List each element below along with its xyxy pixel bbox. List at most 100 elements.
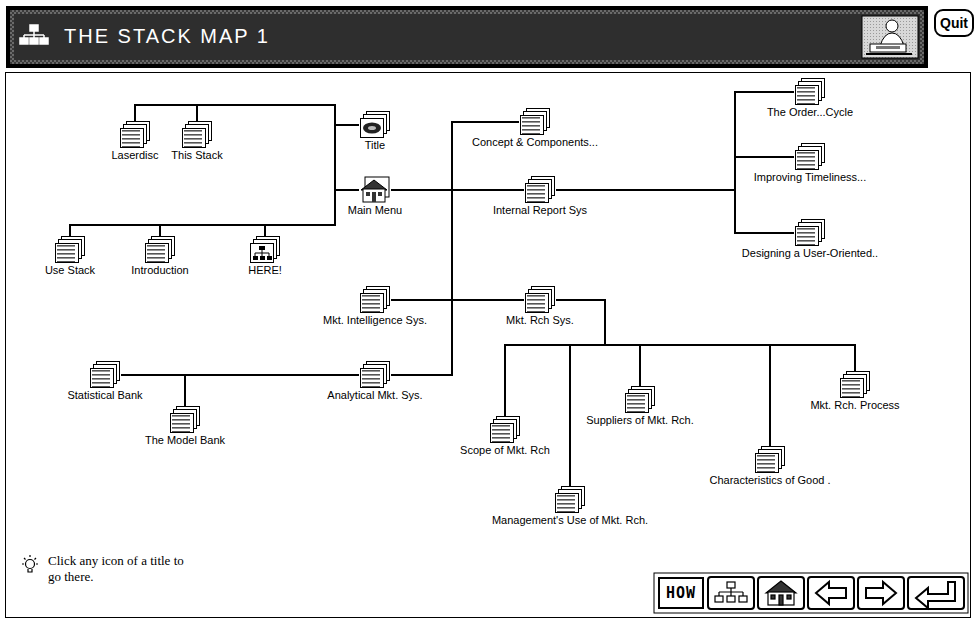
map-button-glyph: [715, 582, 747, 602]
card-icon: Analytical Mkt. Sys.: [324, 361, 426, 402]
return-arrow-glyph: [916, 582, 955, 608]
tree-connector: [391, 122, 519, 190]
node-label: Use Stack: [44, 264, 96, 277]
card-icon: Introduction: [128, 236, 192, 277]
icon-shape: [171, 414, 194, 433]
node-label: Designing a User-Oriented..: [741, 247, 879, 260]
icon-shape: [183, 129, 206, 148]
node-label: Scope of Mkt. Rch: [459, 444, 551, 457]
stack-icon: [519, 108, 551, 136]
card-icon: Internal Report Sys: [490, 176, 591, 217]
icon-shape: [521, 116, 544, 135]
stack-icon: [524, 286, 556, 314]
icon-shape: [378, 192, 382, 196]
card-icon: Laserdisc: [108, 121, 162, 162]
card-icon: Designing a User-Oriented..: [739, 219, 882, 260]
tree-connector: [556, 190, 794, 233]
node-label: Internal Report Sys: [492, 204, 588, 217]
icon-shape: [253, 256, 258, 260]
tree-connector: [556, 300, 855, 371]
icon-shape: [366, 192, 370, 196]
node-label: Quit: [940, 15, 968, 31]
icon-shape: [368, 126, 376, 130]
tree-connector: [160, 190, 359, 236]
icon-shape: [363, 189, 385, 202]
tree-connector: [505, 300, 605, 416]
home-button-glyph: [766, 581, 796, 605]
node-label: Characteristics of Good .: [708, 474, 831, 487]
stack-icon: [554, 486, 586, 514]
nav-buttons: [654, 573, 968, 613]
icon-shape: [796, 86, 819, 105]
icon-shape: [361, 369, 384, 388]
card-icon: Concept & Components...: [469, 108, 601, 149]
icon-shape: [255, 250, 269, 256]
icon-shape: [796, 227, 819, 246]
tree-connector: [391, 190, 452, 375]
stack-icon: [794, 78, 826, 106]
stack-icon: [169, 406, 201, 434]
tree-connector: [70, 190, 359, 236]
node-label: Main Menu: [347, 204, 403, 217]
card-icon: Scope of Mkt. Rch: [457, 416, 553, 457]
stack-icon: [144, 236, 176, 264]
card-icon: Improving Timeliness...: [751, 143, 870, 184]
card-icon: Mkt. Intelligence Sys.: [320, 286, 430, 327]
icon-shape: [361, 294, 384, 313]
node-label: This Stack: [170, 149, 223, 162]
icon-shape: [372, 192, 376, 202]
node-label: The Order...Cycle: [766, 106, 854, 119]
screen-title: THE STACK MAP 1: [64, 25, 270, 48]
node-label: Analytical Mkt. Sys.: [326, 389, 423, 402]
stack-icon: [359, 286, 391, 314]
how-button: HOW: [658, 577, 704, 609]
icon-shape: [361, 119, 384, 138]
stack-icon: [249, 236, 281, 264]
node-label: HOW: [666, 584, 696, 602]
card-icon: Management's Use of Mkt. Rch.: [489, 486, 652, 527]
icon-shape: [526, 184, 549, 203]
footnote: Click any icon of a title to go there.: [48, 553, 198, 585]
card-icon: The Model Bank: [142, 406, 229, 447]
header-bar: [6, 6, 928, 68]
icon-shape: [121, 129, 144, 148]
node-label: Introduction: [130, 264, 189, 277]
node-label: Concept & Components...: [471, 136, 599, 149]
stack-icon: [794, 219, 826, 247]
back-arrow-glyph: [816, 582, 846, 604]
stack-icon: [181, 121, 213, 149]
card-icon: Statistical Bank: [64, 361, 146, 402]
stack-icon: [54, 236, 86, 264]
icon-shape: [556, 494, 579, 513]
node-label: Statistical Bank: [66, 389, 143, 402]
node-label: The Model Bank: [144, 434, 226, 447]
card-icon: Title: [357, 111, 393, 152]
icon-shape: [841, 379, 864, 398]
stack-icon: [489, 416, 521, 444]
tree-connector: [265, 190, 359, 236]
node-label: Laserdisc: [110, 149, 159, 162]
icon-shape: [267, 256, 272, 260]
node-label: Suppliers of Mkt. Rch.: [585, 414, 695, 427]
icon-shape: [91, 369, 114, 388]
icon-shape: [146, 244, 169, 263]
tree-connector: [135, 105, 359, 190]
node-label: Title: [364, 139, 386, 152]
icon-shape: [526, 294, 549, 313]
card-icon: Mkt. Rch Sys.: [503, 286, 577, 327]
icon-shape: [56, 244, 79, 263]
map-frame: [6, 73, 971, 618]
tree-connector: [556, 300, 640, 386]
stack-icon: [359, 361, 391, 389]
card-icon: Mkt. Rch. Process: [807, 371, 903, 412]
tree-connector: [556, 300, 770, 446]
stack-icon: [359, 111, 391, 139]
card-icon: Main Menu: [345, 176, 406, 217]
card-icon: This Stack: [168, 121, 226, 162]
node-label: Mkt. Rch Sys.: [505, 314, 575, 327]
node-label: HERE!: [247, 264, 283, 277]
card-icon: HERE!: [245, 236, 285, 277]
